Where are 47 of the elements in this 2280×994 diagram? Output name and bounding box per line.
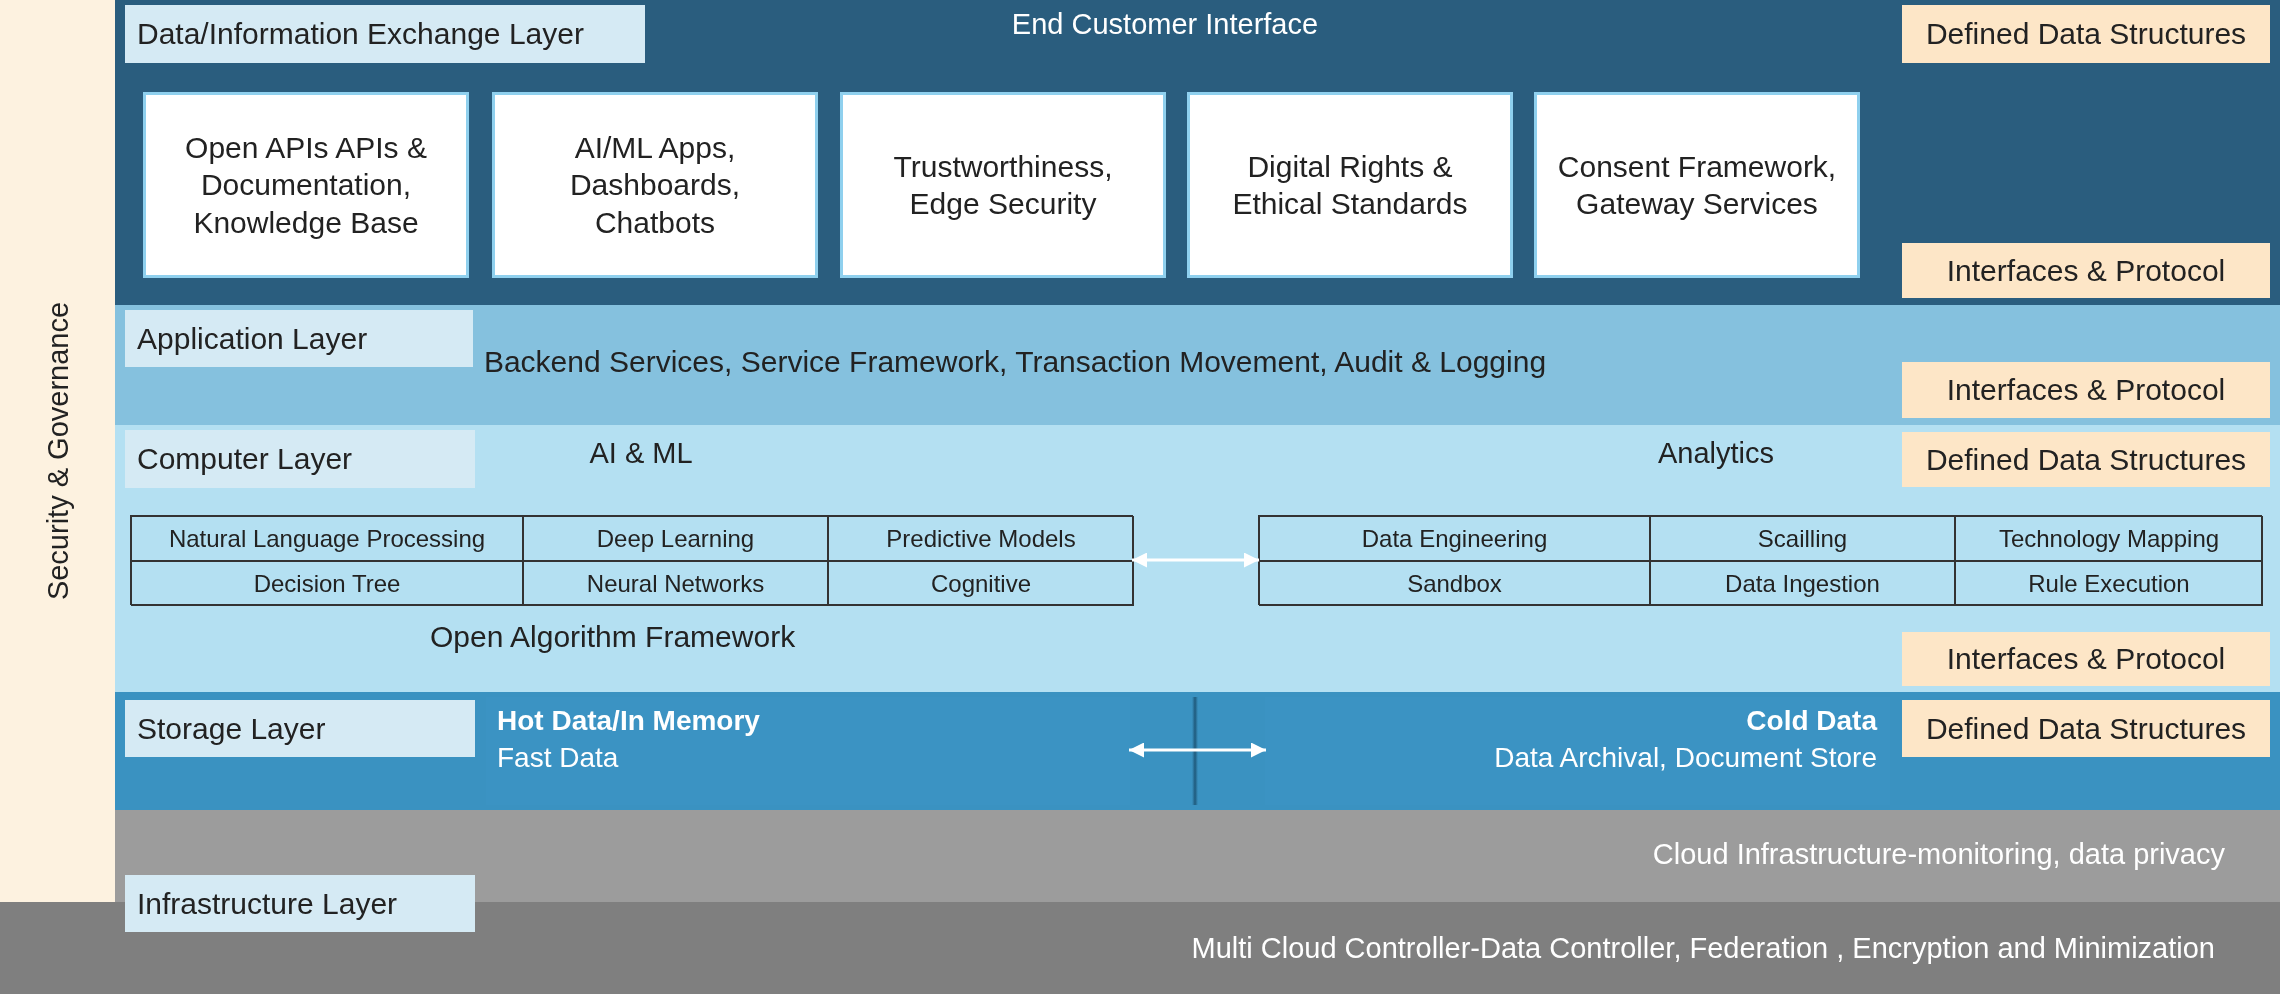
layer-label: Storage Layer: [125, 700, 475, 757]
side-tag: Interfaces & Protocol: [1902, 632, 2270, 686]
table-cell: Sandbox: [1259, 561, 1650, 606]
band-description: Multi Cloud Controller-Data Controller, Federation , Encryption and Minimization: [1191, 932, 2215, 965]
table-cell: Technology Mapping: [1955, 516, 2263, 561]
side-tag: Defined Data Structures: [1902, 432, 2270, 487]
layer-band: [115, 425, 2280, 692]
band-description: Backend Services, Service Framework, Transaction Movement, Audit & Logging: [483, 345, 1547, 379]
layer-label: Computer Layer: [125, 430, 475, 488]
layer-band: [115, 692, 2280, 810]
storage-description: Data Archival, Document Store: [1494, 742, 1877, 774]
layer-label: Infrastructure Layer: [125, 875, 475, 932]
storage-heading: Cold Data: [1746, 705, 1877, 737]
table-cell: Data Engineering: [1259, 516, 1650, 561]
side-tag: Interfaces & Protocol: [1902, 362, 2270, 418]
table-cell: Neural Networks: [523, 561, 828, 606]
storage-heading: Hot Data/In Memory: [497, 705, 760, 737]
governance-band: [0, 0, 115, 902]
side-tag: Defined Data Structures: [1902, 700, 2270, 757]
table-cell: Decision Tree: [131, 561, 523, 606]
table-cell: Deep Learning: [523, 516, 828, 561]
storage-description: Fast Data: [497, 742, 619, 774]
table-cell: Data Ingestion: [1650, 561, 1955, 606]
component-box: Consent Framework, Gateway Services: [1534, 92, 1860, 278]
component-box: AI/ML Apps, Dashboards, Chatbots: [492, 92, 818, 278]
table-cell: Natural Language Processing: [131, 516, 523, 561]
layer-label: Application Layer: [125, 310, 473, 367]
band-heading: End Customer Interface: [1011, 8, 1319, 41]
component-box: Trustworthiness, Edge Security: [840, 92, 1166, 278]
layer-band: [115, 305, 2280, 425]
side-tag: Interfaces & Protocol: [1902, 243, 2270, 298]
component-box: Digital Rights & Ethical Standards: [1187, 92, 1513, 278]
band-title: Security & Governance: [41, 301, 74, 601]
table-heading: Analytics: [1658, 437, 1774, 470]
layer-band: [115, 0, 2280, 305]
side-tag: Defined Data Structures: [1902, 5, 2270, 63]
table-cell: Rule Execution: [1955, 561, 2263, 606]
table-cell: Predictive Models: [828, 516, 1134, 561]
table-cell: Cognitive: [828, 561, 1134, 606]
table-cell: Scailling: [1650, 516, 1955, 561]
band-description: Open Algorithm Framework: [430, 620, 796, 654]
double-arrow: [1129, 742, 1266, 758]
band-description: Cloud Infrastructure-monitoring, data privacy: [1652, 838, 2225, 871]
layer-label: Data/Information Exchange Layer: [125, 5, 645, 63]
component-box: Open APIs APIs & Documentation, Knowledge Base: [143, 92, 469, 278]
double-arrow: [1132, 552, 1259, 568]
table-heading: AI & ML: [589, 437, 693, 470]
